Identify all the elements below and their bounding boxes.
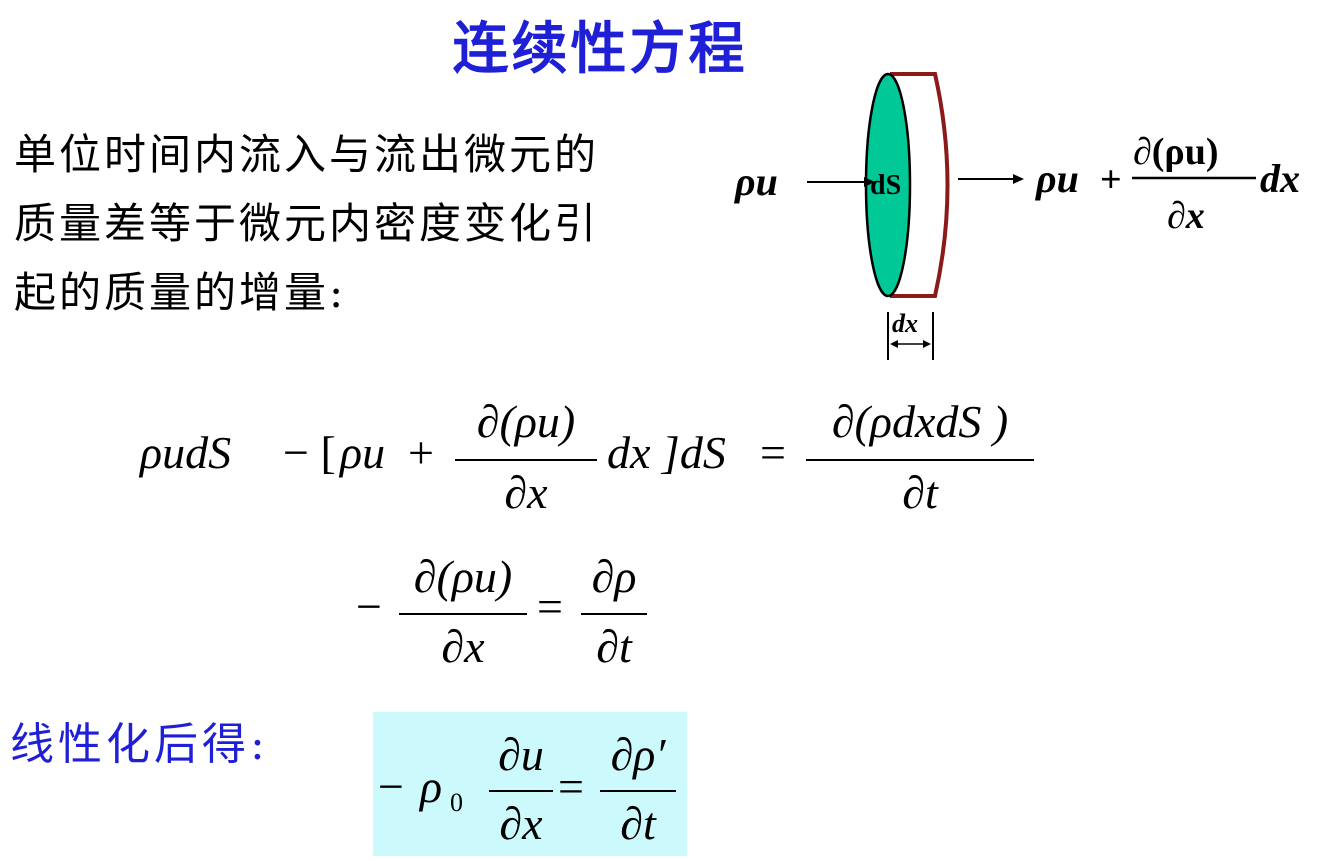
linearized-equation-box <box>373 712 687 856</box>
eq2-equals: = <box>537 581 563 632</box>
slide-title: 连续性方程 <box>452 17 748 82</box>
eq1-rhs-num: ∂(ρdxdS ) <box>831 396 1009 447</box>
eq3-rhs-bar <box>600 790 676 792</box>
eq1-minus-bracket: − [ <box>283 427 336 478</box>
eq1-dx-close: dx ]dS <box>607 427 726 478</box>
thickness-label: dx <box>892 309 918 338</box>
eq1-frac-bar <box>455 459 597 461</box>
eq3-equals: = <box>558 761 584 812</box>
eq3-minus: − <box>378 761 404 812</box>
area-label: dS <box>870 170 901 201</box>
eq1-rhs-bar <box>806 459 1034 461</box>
eq1-lhs: ρudS <box>140 427 232 478</box>
eq2-rhs-den: ∂t <box>596 621 632 672</box>
inflow-label: ρu <box>734 159 778 204</box>
eq2-lhs-den: ∂x <box>441 621 485 672</box>
eq3-rhs-den: ∂t <box>620 798 656 849</box>
eq3-rhs-num: ∂ρ′ <box>610 729 666 780</box>
eq1-plus: + <box>408 427 434 478</box>
fluid-element-diagram: ρu dS dx ρu + ∂(ρu) ∂x dx <box>734 72 1300 360</box>
eq2-lhs-num: ∂(ρu) <box>413 551 513 602</box>
description-line-2: 质量差等于微元内密度变化引 <box>14 199 600 248</box>
eq1-frac-den: ∂x <box>504 467 548 518</box>
eq3-lhs-bar <box>489 790 553 792</box>
eq2-rhs-bar <box>581 613 647 615</box>
description-line-1: 单位时间内流入与流出微元的 <box>14 130 600 179</box>
outflow-plus: + <box>1100 159 1122 201</box>
eq3-lhs-den: ∂x <box>499 798 543 849</box>
outflow-rho-u: ρu <box>1035 156 1079 201</box>
outflow-dx: dx <box>1260 156 1300 201</box>
outflow-numerator: ∂(ρu) <box>1133 131 1219 173</box>
outflow-denominator: ∂x <box>1167 195 1205 237</box>
eq1-frac-num: ∂(ρu) <box>476 396 576 447</box>
eq2-minus: − <box>356 581 382 632</box>
eq1-rho-u: ρu <box>340 427 386 478</box>
eq2-rhs-num: ∂ρ <box>591 551 637 602</box>
eq1-rhs-den: ∂t <box>902 467 938 518</box>
eq2-lhs-bar <box>399 613 527 615</box>
description-line-3: 起的质量的增量: <box>14 268 347 317</box>
eq3-lhs-num: ∂u <box>498 729 544 780</box>
eq3-subscript: 0 <box>450 788 463 817</box>
eq1-equals: = <box>760 427 786 478</box>
linearized-label: 线性化后得: <box>10 719 269 770</box>
eq3-rho: ρ <box>420 761 443 812</box>
description-text: 单位时间内流入与流出微元的 质量差等于微元内密度变化引 起的质量的增量: <box>14 120 599 327</box>
